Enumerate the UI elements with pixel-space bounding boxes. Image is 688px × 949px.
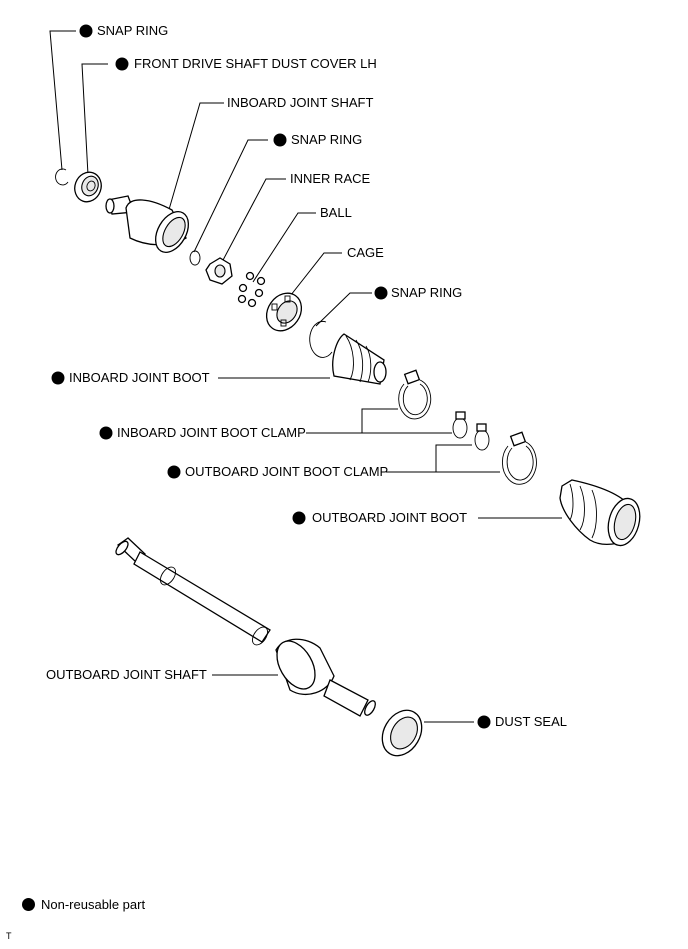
balls-part: [237, 271, 266, 308]
outboard-boot-clamp-part: [502, 431, 537, 485]
cage-part: [265, 292, 303, 332]
outboard-joint-shaft-part: [115, 537, 376, 717]
outboard-joint-boot-part: [559, 479, 641, 547]
part-labels: SNAP RING FRONT DRIVE SHAFT DUST COVER L…: [46, 23, 567, 729]
non-reusable-icon: [167, 465, 181, 479]
label-outboard-joint-shaft: OUTBOARD JOINT SHAFT: [46, 667, 207, 682]
dust-cover-part: [74, 171, 102, 203]
inboard-joint-shaft-part: [105, 195, 190, 253]
inboard-joint-boot-part: [332, 333, 387, 385]
label-cage: CAGE: [347, 245, 384, 260]
filled-circle-icon: [22, 898, 35, 911]
non-reusable-markers: [51, 24, 491, 729]
label-dust-seal: DUST SEAL: [495, 714, 567, 729]
inner-race-part: [205, 257, 233, 285]
label-snap-ring-3: SNAP RING: [391, 285, 462, 300]
dust-seal-part: [381, 709, 423, 757]
non-reusable-icon: [79, 24, 93, 38]
label-dust-cover: FRONT DRIVE SHAFT DUST COVER LH: [134, 56, 377, 71]
label-ball: BALL: [320, 205, 352, 220]
label-snap-ring-2: SNAP RING: [291, 132, 362, 147]
non-reusable-icon: [292, 511, 306, 525]
legend-text: Non-reusable part: [41, 897, 146, 912]
label-outboard-joint-boot: OUTBOARD JOINT BOOT: [312, 510, 467, 525]
non-reusable-icon: [51, 371, 65, 385]
label-inboard-joint-shaft: INBOARD JOINT SHAFT: [227, 95, 373, 110]
snap-ring-2-part: [189, 250, 201, 266]
label-inboard-joint-boot-clamp: INBOARD JOINT BOOT CLAMP: [117, 425, 306, 440]
snap-ring-1-part: [55, 168, 69, 186]
snap-ring-3-part: [309, 321, 333, 358]
label-inner-race: INNER RACE: [290, 171, 371, 186]
non-reusable-icon: [273, 133, 287, 147]
small-clamps-part: [452, 411, 490, 451]
label-snap-ring-1: SNAP RING: [97, 23, 168, 38]
label-inboard-joint-boot: INBOARD JOINT BOOT: [69, 370, 210, 385]
label-outboard-joint-boot-clamp: OUTBOARD JOINT BOOT CLAMP: [185, 464, 388, 479]
inboard-boot-clamp-part: [398, 369, 432, 420]
corner-mark: T: [6, 931, 12, 941]
legend: Non-reusable part: [22, 897, 145, 912]
non-reusable-icon: [374, 286, 388, 300]
non-reusable-icon: [99, 426, 113, 440]
non-reusable-icon: [115, 57, 129, 71]
leader-lines: [49, 30, 562, 723]
non-reusable-icon: [477, 715, 491, 729]
